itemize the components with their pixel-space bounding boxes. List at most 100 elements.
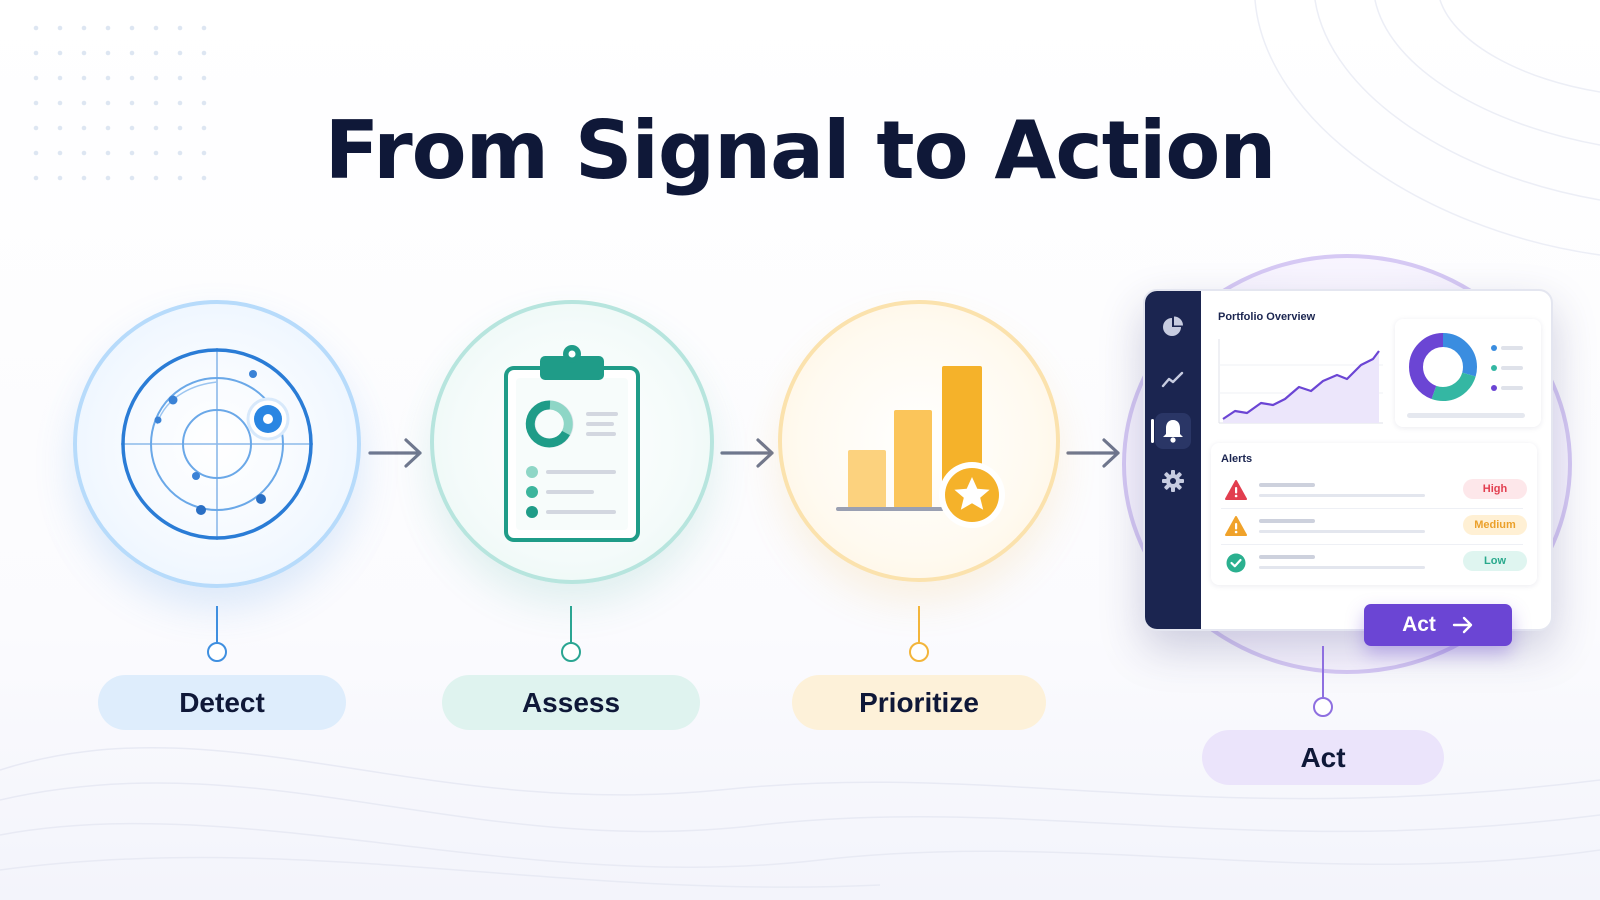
decor-dot <box>33 125 39 131</box>
decor-dot <box>81 175 87 181</box>
alert-row[interactable]: Low <box>1221 545 1527 581</box>
decor-dot <box>129 75 135 81</box>
decor-dot <box>153 125 159 131</box>
act-button-label: Act <box>1402 613 1436 636</box>
decor-dot <box>177 75 183 81</box>
decor-dot <box>33 150 39 156</box>
corner-arcs-decoration <box>1254 0 1600 256</box>
decor-dot <box>177 100 183 106</box>
decor-dot <box>129 150 135 156</box>
decor-dot <box>201 75 207 81</box>
bell-icon[interactable] <box>1159 417 1187 445</box>
decor-dot <box>129 100 135 106</box>
decor-dot <box>177 50 183 56</box>
arrow-right-icon <box>720 438 774 468</box>
warning-icon <box>1225 480 1247 500</box>
decor-dot <box>81 25 87 31</box>
decor-dot <box>81 150 87 156</box>
decor-dot <box>105 25 111 31</box>
allocation-panel <box>1395 319 1541 427</box>
decor-dot <box>153 175 159 181</box>
decor-dot <box>177 125 183 131</box>
decor-dot <box>129 25 135 31</box>
warning-icon <box>1225 516 1247 536</box>
step-label-act: Act <box>1202 730 1444 785</box>
connector-line <box>570 606 572 644</box>
pie-chart-icon[interactable] <box>1159 313 1187 341</box>
decor-dot <box>153 100 159 106</box>
bottom-waves-decoration <box>0 747 1600 888</box>
decor-dot <box>57 125 63 131</box>
decor-dot <box>201 50 207 56</box>
connector-line <box>216 606 218 644</box>
connector-node <box>1313 697 1333 717</box>
decor-dot <box>153 150 159 156</box>
donut-chart <box>1409 333 1477 401</box>
decor-dot <box>129 125 135 131</box>
decor-dot <box>81 125 87 131</box>
status-badge: Low <box>1463 551 1527 571</box>
dashboard-panel: Portfolio Overview Alerts High <box>1143 289 1553 631</box>
decor-dot <box>153 50 159 56</box>
status-badge: Medium <box>1463 515 1527 535</box>
decor-dot <box>177 150 183 156</box>
decor-dot <box>57 75 63 81</box>
decor-dot <box>33 75 39 81</box>
bar-chart-star-icon <box>836 366 1005 528</box>
arrow-right-icon <box>1066 438 1120 468</box>
dot-grid-decoration <box>33 25 207 181</box>
arrow-right-icon <box>368 438 422 468</box>
decor-dot <box>105 100 111 106</box>
decor-dot <box>201 100 207 106</box>
decor-dot <box>33 25 39 31</box>
gear-icon[interactable] <box>1159 467 1187 495</box>
decor-dot <box>129 175 135 181</box>
decor-dot <box>57 50 63 56</box>
decor-dot <box>105 75 111 81</box>
decor-dot <box>177 25 183 31</box>
clipboard-icon <box>504 345 640 542</box>
decor-dot <box>57 100 63 106</box>
decor-dot <box>105 50 111 56</box>
dashboard-title: Portfolio Overview <box>1218 311 1316 323</box>
decor-dot <box>33 100 39 106</box>
connector-node <box>909 642 929 662</box>
decor-dot <box>105 125 111 131</box>
alerts-panel: Alerts High Medium Low <box>1211 443 1537 585</box>
decor-dot <box>201 150 207 156</box>
decor-dot <box>57 150 63 156</box>
decor-dot <box>33 175 39 181</box>
step-label-assess: Assess <box>442 675 700 730</box>
connector-node <box>207 642 227 662</box>
portfolio-line-chart <box>1218 339 1383 424</box>
decor-dot <box>105 150 111 156</box>
radar-icon <box>121 348 313 540</box>
decor-dot <box>81 75 87 81</box>
act-button[interactable]: Act <box>1364 604 1512 646</box>
decor-dot <box>105 175 111 181</box>
sidebar-active-marker <box>1151 419 1154 443</box>
dashboard-sidebar <box>1145 291 1201 629</box>
arrow-right-icon <box>1452 616 1473 634</box>
connector-line <box>1322 646 1324 698</box>
decor-dot <box>33 50 39 56</box>
connector-node <box>561 642 581 662</box>
decor-dot <box>153 25 159 31</box>
decor-dot <box>177 175 183 181</box>
decor-dot <box>57 25 63 31</box>
alert-row[interactable]: High <box>1221 473 1527 509</box>
decor-dot <box>81 50 87 56</box>
page-title: From Signal to Action <box>324 104 1277 197</box>
decor-dot <box>201 125 207 131</box>
decor-dot <box>153 75 159 81</box>
decor-dot <box>201 25 207 31</box>
decor-dot <box>57 175 63 181</box>
trend-line-icon[interactable] <box>1159 365 1187 393</box>
check-circle-icon <box>1226 553 1246 573</box>
step-label-detect: Detect <box>98 675 346 730</box>
status-badge: High <box>1463 479 1527 499</box>
alert-row[interactable]: Medium <box>1221 509 1527 545</box>
decor-dot <box>81 100 87 106</box>
decor-dot <box>201 175 207 181</box>
step-label-prioritize: Prioritize <box>792 675 1046 730</box>
